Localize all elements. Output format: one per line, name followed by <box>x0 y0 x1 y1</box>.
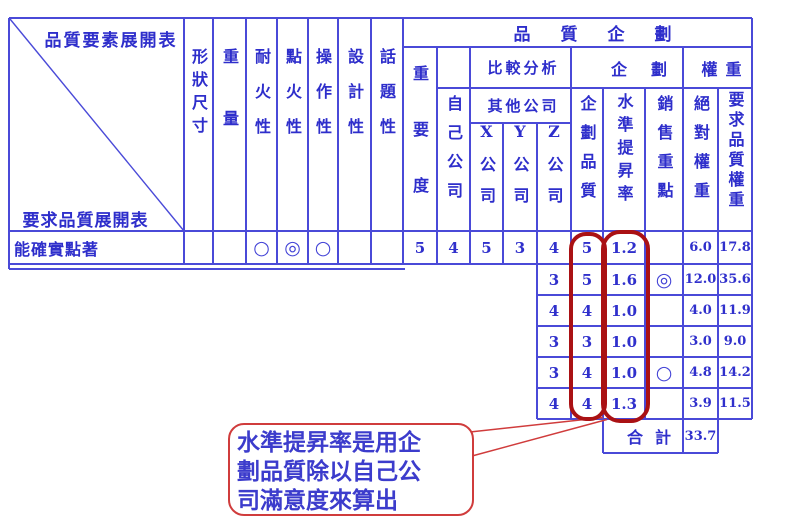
col-header-level-up-rate: 水準提昇率 <box>614 93 634 208</box>
row1-sales-point <box>645 231 683 264</box>
row6-planned-quality: 4 <box>581 394 593 413</box>
col-header-sales-point: 銷售重點 <box>654 95 674 211</box>
relation-mark-fire-resistance: ○ <box>253 236 270 259</box>
col-header-importance: 重要度 <box>410 65 429 233</box>
relation-mark-weight <box>213 231 246 264</box>
row3-planned-quality: 4 <box>581 301 593 320</box>
col-header-topicality: 話題性 <box>377 48 396 153</box>
row1-absolute-weight: 6.0 <box>689 240 712 255</box>
row6-sales-point <box>645 388 683 419</box>
col-header-company-y: Y公司 <box>510 122 530 218</box>
row2-planned-quality: 5 <box>581 270 593 289</box>
row3-absolute-weight: 4.0 <box>689 303 712 318</box>
relation-mark-design <box>338 231 371 264</box>
row1-company-y: 3 <box>514 238 526 257</box>
row4-absolute-weight: 3.0 <box>689 334 712 349</box>
row5-absolute-weight: 4.8 <box>689 365 712 380</box>
col-header-fire-resistance: 耐火性 <box>252 48 271 153</box>
callout-line: 司滿意度來算出 <box>237 487 398 514</box>
corner-label-quality-elements: 品質要素展開表 <box>44 30 178 51</box>
group-header-comparative-analysis: 比較分析 <box>487 59 560 77</box>
row3-self-company: 4 <box>548 301 560 320</box>
group-header-planning: 企劃 <box>610 59 691 79</box>
row2-sales-point: ◎ <box>655 268 673 291</box>
col-header-company-z: Z公司 <box>544 122 564 218</box>
row5-planned-quality: 4 <box>581 363 593 382</box>
sub-header-other-companies: 其他公司 <box>487 97 560 115</box>
row1-company-z: 4 <box>548 238 560 257</box>
corner-label-demanded-quality: 要求品質展開表 <box>22 210 149 231</box>
row3-demanded-weight: 11.9 <box>719 303 751 318</box>
col-header-weight: 重量 <box>220 48 239 172</box>
col-header-operability: 操作性 <box>313 48 332 153</box>
section-header-quality-planning: 品質企劃 <box>513 25 702 45</box>
col-header-absolute-weight: 絕對權重 <box>691 95 710 211</box>
highlight-box-level-up-rate <box>601 230 650 423</box>
row2-level-up-rate: 1.6 <box>610 270 638 289</box>
row-label-lights-reliably: 能確實點著 <box>14 239 100 259</box>
total-label: 合計 <box>626 428 683 447</box>
row1-importance: 5 <box>414 238 426 257</box>
row3-level-up-rate: 1.0 <box>610 301 638 320</box>
highlight-box-planned-quality <box>569 232 607 421</box>
total-value: 33.7 <box>684 428 717 444</box>
col-header-planned-quality: 企劃品質 <box>577 95 597 211</box>
row6-self-company: 4 <box>548 394 560 413</box>
row4-level-up-rate: 1.0 <box>610 332 638 351</box>
callout-note: 水準提昇率是用企 劃品質除以自己公 司滿意度來算出 <box>228 423 474 516</box>
row4-planned-quality: 3 <box>581 332 593 351</box>
row6-absolute-weight: 3.9 <box>689 396 712 411</box>
col-header-design: 設計性 <box>345 48 364 153</box>
col-header-shape-size: 形狀尺寸 <box>189 48 208 140</box>
relation-mark-ignition: ◎ <box>284 236 301 259</box>
callout-line: 劃品質除以自己公 <box>237 458 421 485</box>
callout-pointer-lines <box>469 416 608 457</box>
row4-self-company: 3 <box>548 332 560 351</box>
row2-absolute-weight: 12.0 <box>684 272 717 287</box>
col-header-company-x: X公司 <box>477 122 496 218</box>
col-header-demanded-quality-weight: 要求品質權重 <box>725 91 745 211</box>
callout-line: 水準提昇率是用企 <box>237 429 421 456</box>
row5-level-up-rate: 1.0 <box>610 363 638 382</box>
row1-planned-quality: 5 <box>581 238 593 257</box>
relation-mark-operability: ○ <box>314 236 332 259</box>
relation-mark-topicality <box>371 231 403 264</box>
row5-sales-point: ○ <box>655 361 673 384</box>
group-header-weight: 權重 <box>701 59 750 79</box>
row5-self-company: 3 <box>548 363 560 382</box>
row2-self-company: 3 <box>548 270 560 289</box>
row1-demanded-weight: 17.8 <box>719 240 751 255</box>
row4-sales-point <box>645 326 683 357</box>
row3-sales-point <box>645 295 683 326</box>
relation-mark-shape-size <box>184 231 213 264</box>
row1-self-company: 4 <box>448 238 459 257</box>
col-header-ignition: 點火性 <box>283 48 302 153</box>
diagonal-divider-line <box>9 18 185 232</box>
row4-demanded-weight: 9.0 <box>723 334 747 349</box>
row2-demanded-weight: 35.6 <box>719 272 751 287</box>
row5-demanded-weight: 14.2 <box>719 365 751 380</box>
row1-company-x: 5 <box>481 238 492 257</box>
row6-demanded-weight: 11.5 <box>719 396 751 411</box>
col-header-self-company: 自己公司 <box>444 95 463 211</box>
